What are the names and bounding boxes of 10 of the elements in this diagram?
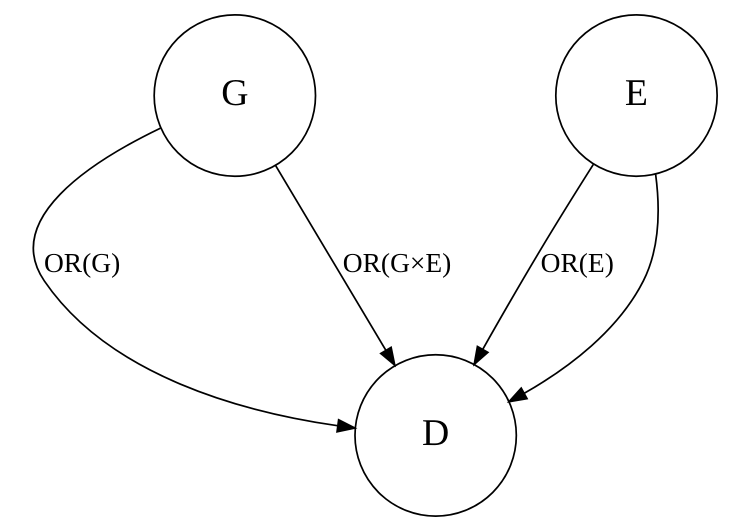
arrow [32,127,358,433]
node-circle: G [153,14,316,178]
arrow [506,174,659,403]
edge-label: OR(G) [44,248,120,278]
edge-label: OR(E) [540,248,614,278]
arrow [274,164,396,368]
node-circle: D [354,354,518,517]
arrow [472,164,594,367]
node-circle: E [554,14,718,178]
edge-label: OR(G×E) [342,248,452,278]
